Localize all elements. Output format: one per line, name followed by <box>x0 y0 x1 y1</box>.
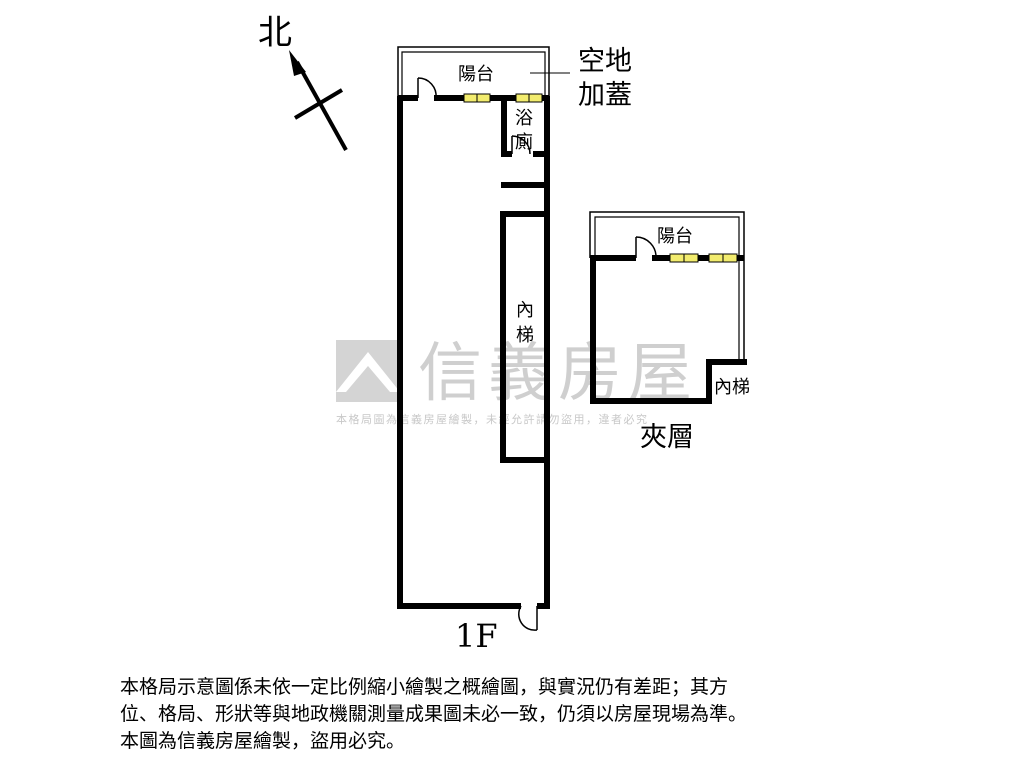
disclaimer-line-2: 位、格局、形狀等與地政機關測量成果圖未必一致，仍須以房屋現場為準。 <box>120 703 748 725</box>
bathroom-label-1: 浴 <box>515 108 533 129</box>
north-label: 北 <box>258 13 292 53</box>
annotation-line-2: 加蓋 <box>578 80 632 111</box>
mezzanine-balcony-door-icon <box>635 236 657 259</box>
window-icon <box>708 253 738 263</box>
north-compass-icon <box>289 50 348 151</box>
floor-1f-label: 1F <box>455 617 498 655</box>
annotation-line-1: 空地 <box>578 46 632 77</box>
window-icon <box>515 93 543 103</box>
disclaimer-line-1: 本格局示意圖係未依一定比例縮小繪製之概繪圖，與實況仍有差距；其方 <box>120 676 729 698</box>
watermark-notice: 本格局圖為信義房屋繪製，未經允許請勿盜用，違者必究 <box>336 412 649 426</box>
stair-label-mezzanine: 內梯 <box>714 377 750 398</box>
disclaimer-note: 本格局示意圖係未依一定比例縮小繪製之概繪圖，與實況仍有差距；其方 位、格局、形狀… <box>120 674 920 755</box>
window-icon <box>463 93 491 103</box>
window-icon <box>669 253 699 263</box>
disclaimer-line-3: 本圖為信義房屋繪製，盜用必究。 <box>120 730 406 752</box>
watermark-logo-icon <box>336 340 400 402</box>
balcony-label-1f: 陽台 <box>458 64 494 85</box>
watermark: 信義房屋 本格局圖為信義房屋繪製，未經允許請勿盜用，違者必究 <box>336 337 692 426</box>
stair-label-2: 梯 <box>516 325 534 346</box>
stair-label-1: 內 <box>516 300 534 321</box>
bathroom-door-icon <box>511 135 531 155</box>
balcony-label-mezzanine: 陽台 <box>657 226 693 247</box>
floor-1f-plan <box>397 46 550 609</box>
mezzanine-floor-label: 夾層 <box>640 422 694 453</box>
bathroom-label-2: 廁 <box>515 131 533 153</box>
entrance-door-icon <box>518 605 538 631</box>
balcony-door-icon <box>417 77 437 99</box>
